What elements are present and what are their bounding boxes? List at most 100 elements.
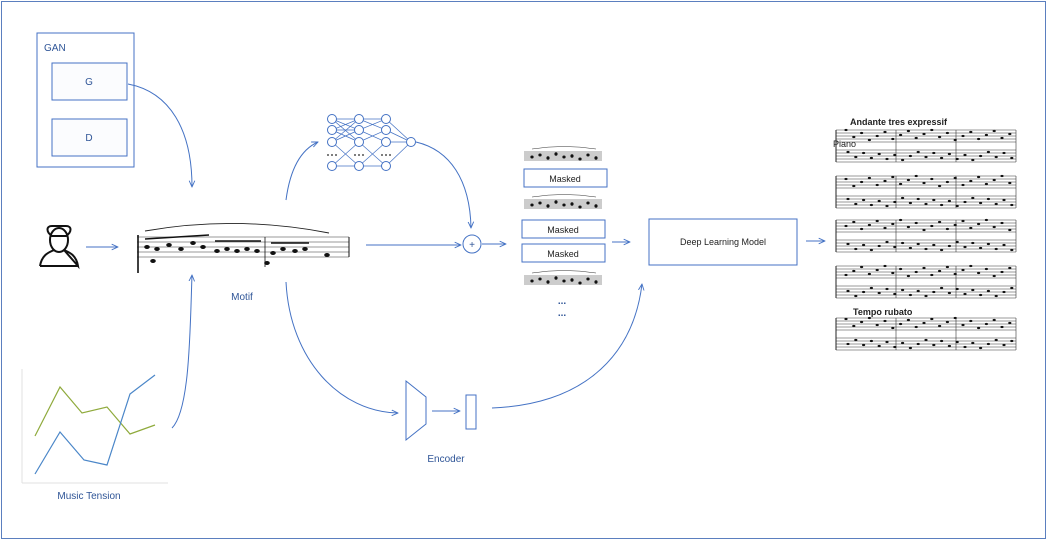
user-icon — [39, 225, 80, 270]
score-note — [891, 222, 895, 226]
score-note — [901, 341, 905, 345]
score-note — [908, 154, 913, 158]
deep-learning-model-label: Deep Learning Model — [680, 237, 766, 247]
score-note — [893, 245, 897, 249]
score-note — [953, 223, 957, 227]
score-note — [875, 134, 879, 138]
score-note — [869, 156, 874, 160]
score-note — [906, 274, 911, 278]
score-note — [908, 201, 913, 205]
score-note — [899, 182, 903, 186]
score-note — [908, 346, 913, 350]
score-note — [971, 288, 975, 292]
score-note — [940, 286, 944, 290]
generator-label: G — [85, 77, 93, 88]
score-note — [852, 184, 856, 188]
score-note — [901, 158, 905, 162]
score-note — [922, 132, 926, 136]
tension-series-green — [34, 385, 156, 437]
sequence-score-2 — [523, 194, 603, 210]
score-note — [875, 268, 879, 272]
score-note — [860, 227, 864, 231]
score-note — [906, 178, 911, 182]
encoder-shape — [405, 379, 427, 442]
score-note — [994, 294, 998, 298]
score-note — [916, 289, 920, 293]
score-note — [893, 200, 897, 204]
score-note — [940, 339, 944, 343]
score-note — [930, 128, 934, 132]
score-note — [869, 248, 874, 252]
score-note — [854, 155, 858, 159]
score-note — [1000, 270, 1004, 274]
score-note — [1000, 174, 1004, 178]
score-note — [916, 242, 920, 246]
score-note — [955, 340, 959, 344]
score-tempo-2: Tempo rubato — [853, 307, 913, 317]
score-note — [945, 320, 950, 324]
score-note — [867, 138, 872, 142]
score-note — [945, 131, 950, 135]
score-note — [844, 224, 848, 228]
score-note — [862, 151, 866, 155]
score-note — [922, 181, 926, 185]
score-note — [984, 182, 989, 186]
score-note — [984, 218, 989, 222]
score-note — [924, 202, 928, 206]
score-note — [992, 129, 996, 133]
score-note — [844, 177, 848, 181]
score-note — [891, 137, 895, 141]
motif-score — [137, 223, 350, 273]
generator-box — [51, 62, 128, 101]
score-note — [971, 241, 975, 245]
score-note — [994, 338, 998, 342]
score-note — [877, 152, 881, 156]
score-note — [916, 342, 920, 346]
score-note — [984, 267, 989, 271]
score-note — [914, 174, 918, 178]
score-note — [869, 203, 874, 207]
score-note — [1002, 151, 1006, 155]
score-note — [1010, 203, 1014, 207]
score-note — [979, 246, 983, 250]
discriminator-label: D — [85, 133, 92, 144]
score-note — [869, 339, 874, 343]
gan-to-motif-arrow — [127, 83, 192, 187]
score-note — [893, 153, 897, 157]
masked-label-3: Masked — [547, 249, 579, 259]
score-note — [955, 157, 959, 161]
score-note — [906, 129, 911, 133]
score-note — [1010, 156, 1014, 160]
motif-to-encoder-arrow — [285, 281, 398, 413]
score-note — [938, 324, 942, 328]
score-note — [860, 131, 864, 135]
score-note — [852, 269, 856, 273]
score-note — [1000, 325, 1004, 329]
score-note — [977, 326, 981, 330]
score-note — [891, 175, 895, 179]
deep-learning-model-box — [648, 218, 798, 266]
score-note — [938, 269, 942, 273]
masked-label-1: Masked — [549, 174, 581, 184]
score-note — [901, 241, 905, 245]
score-note — [940, 203, 944, 207]
score-note — [1008, 132, 1012, 136]
score-note — [922, 266, 926, 270]
score-note — [977, 137, 981, 141]
score-note — [930, 317, 934, 321]
score-note — [955, 287, 959, 291]
score-note — [930, 273, 934, 277]
score-note — [893, 292, 897, 296]
score-note — [984, 133, 989, 137]
score-note — [947, 244, 952, 248]
score-note — [963, 245, 967, 249]
score-note — [938, 220, 942, 224]
gan-title: GAN — [44, 43, 66, 54]
score-note — [862, 290, 866, 294]
score-system-3 — [835, 219, 1017, 253]
score-note — [846, 342, 850, 346]
score-note — [945, 227, 950, 231]
score-note — [862, 198, 866, 202]
score-note — [969, 319, 973, 323]
score-note — [986, 242, 991, 246]
